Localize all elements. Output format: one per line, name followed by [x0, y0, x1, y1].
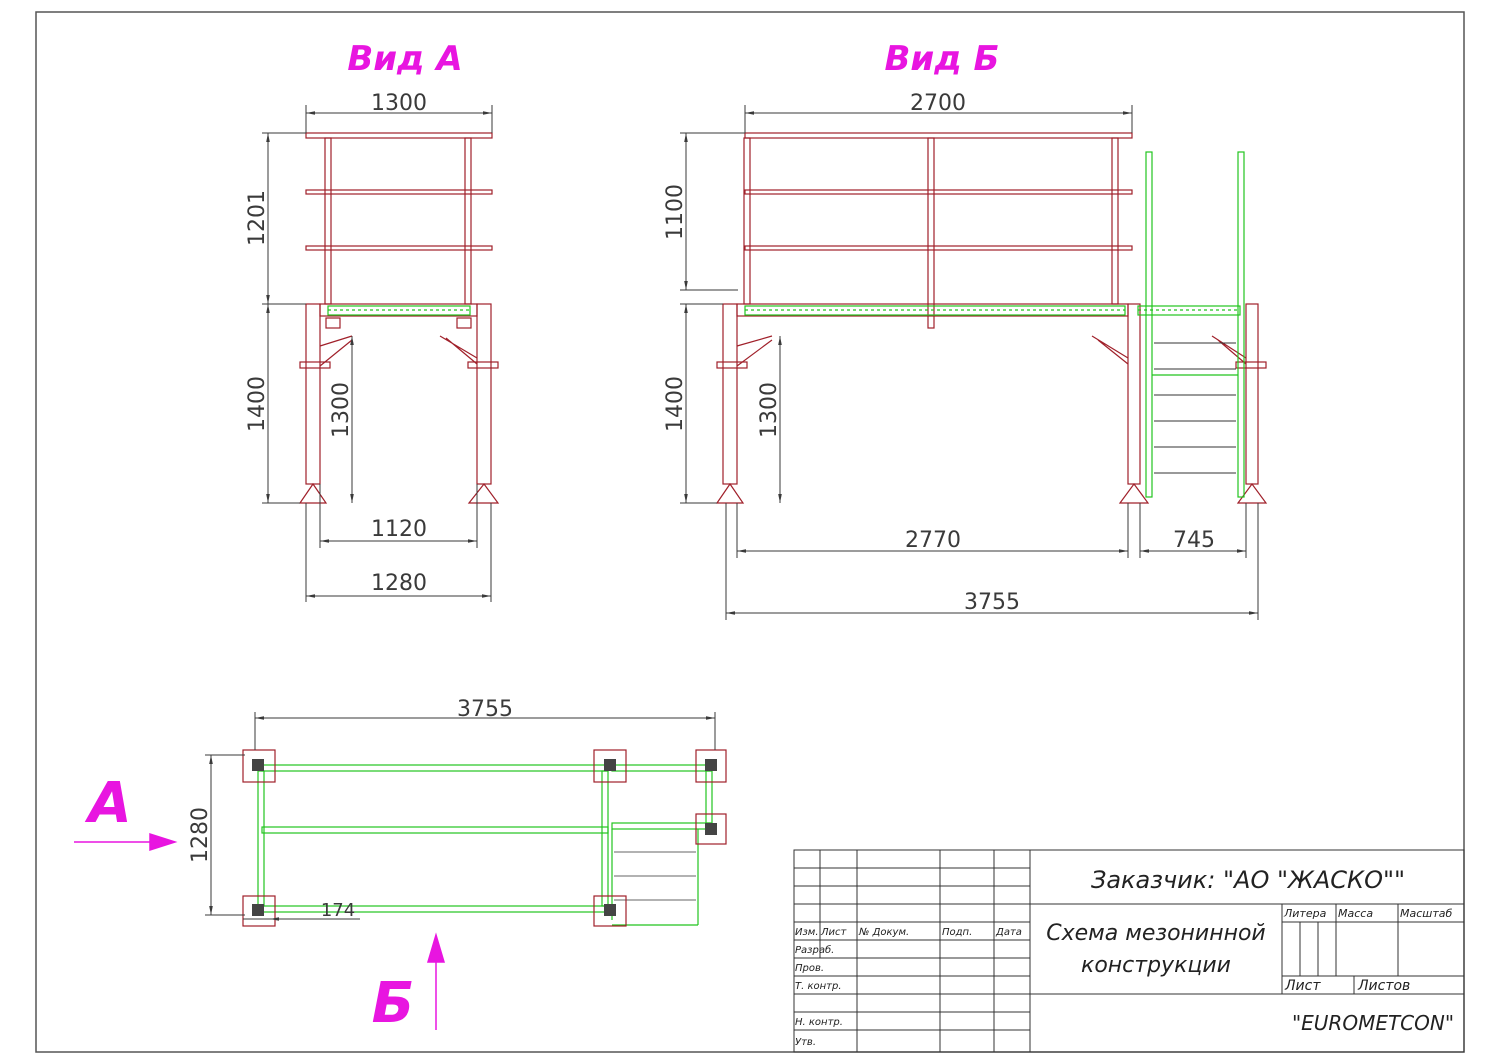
view-b-title: Вид Б	[885, 39, 1000, 79]
view-a-title: Вид А	[347, 39, 462, 79]
marker-a: А	[84, 771, 131, 836]
tb-col-date: Дата	[995, 927, 1022, 938]
dim-b-post-height: 1400	[663, 376, 688, 432]
view-b-railing	[715, 132, 1268, 504]
dim-a-post-height: 1400	[245, 376, 270, 432]
dim-a-clear-height: 1300	[329, 382, 354, 438]
tb-col-doc: № Докум.	[858, 927, 909, 938]
dim-b-stair: 745	[1173, 528, 1215, 553]
tb-row-utv: Утв.	[795, 1037, 816, 1048]
dim-a-outer-width: 1280	[371, 571, 427, 596]
dim-b-total: 3755	[964, 590, 1020, 615]
dim-b-span: 2770	[905, 528, 961, 553]
sheet-border	[35, 11, 1465, 1053]
arrow-a-icon	[149, 832, 178, 852]
tb-row-nkontr: Н. контр.	[795, 1017, 843, 1028]
plan-columns	[252, 759, 717, 916]
tb-row-tkontr: Т. контр.	[795, 981, 842, 992]
customer-name: Заказчик: "АО "ЖАСКО""	[1091, 866, 1405, 894]
plan-stair-treads	[614, 851, 696, 901]
dim-a-inner-width: 1120	[371, 517, 427, 542]
tb-litera: Литера	[1283, 907, 1327, 920]
tb-sheet: Лист	[1284, 978, 1321, 994]
tb-row-razrab: Разраб.	[795, 944, 834, 956]
tb-masshtab: Масштаб	[1400, 907, 1452, 920]
marker-b: Б	[372, 971, 415, 1036]
dim-plan-width: 1280	[188, 807, 213, 863]
view-b: Вид Б	[663, 39, 1268, 620]
tb-sheets: Листов	[1357, 978, 1410, 994]
drawing-title-line2: конструкции	[1081, 953, 1231, 978]
tb-massa: Масса	[1338, 907, 1373, 920]
view-b-stair-treads	[1154, 342, 1236, 474]
view-a: Вид А	[245, 39, 500, 602]
view-a-deck	[327, 305, 471, 316]
arrow-b-icon	[426, 932, 446, 963]
tb-col-izm: Изм.	[795, 927, 819, 938]
view-b-deck	[744, 151, 1245, 498]
dim-b-rail-height: 1100	[663, 184, 688, 240]
dim-b-top-width: 2700	[910, 91, 966, 116]
tb-company: "EUROMETCON"	[1292, 1011, 1454, 1035]
dim-plan-length: 3755	[457, 697, 513, 722]
plan-base-plates	[242, 749, 727, 927]
dim-plan-offset: 174	[321, 900, 355, 921]
tb-row-prov: Пров.	[795, 963, 824, 974]
dim-a-top-width: 1300	[371, 91, 427, 116]
dim-a-rail-height: 1201	[245, 190, 270, 246]
view-a-railing	[298, 132, 500, 504]
view-direction-arrows	[74, 832, 446, 1030]
plan-view: 3755 1280 174 А Б	[74, 697, 727, 1036]
drawing-title-line1: Схема мезонинной	[1046, 921, 1265, 946]
tb-col-sign: Подп.	[942, 927, 972, 938]
tb-col-list: Лист	[820, 927, 848, 938]
dim-b-clear-height: 1300	[757, 382, 782, 438]
title-block: Заказчик: "АО "ЖАСКО"" Схема мезонинной …	[793, 849, 1465, 1053]
